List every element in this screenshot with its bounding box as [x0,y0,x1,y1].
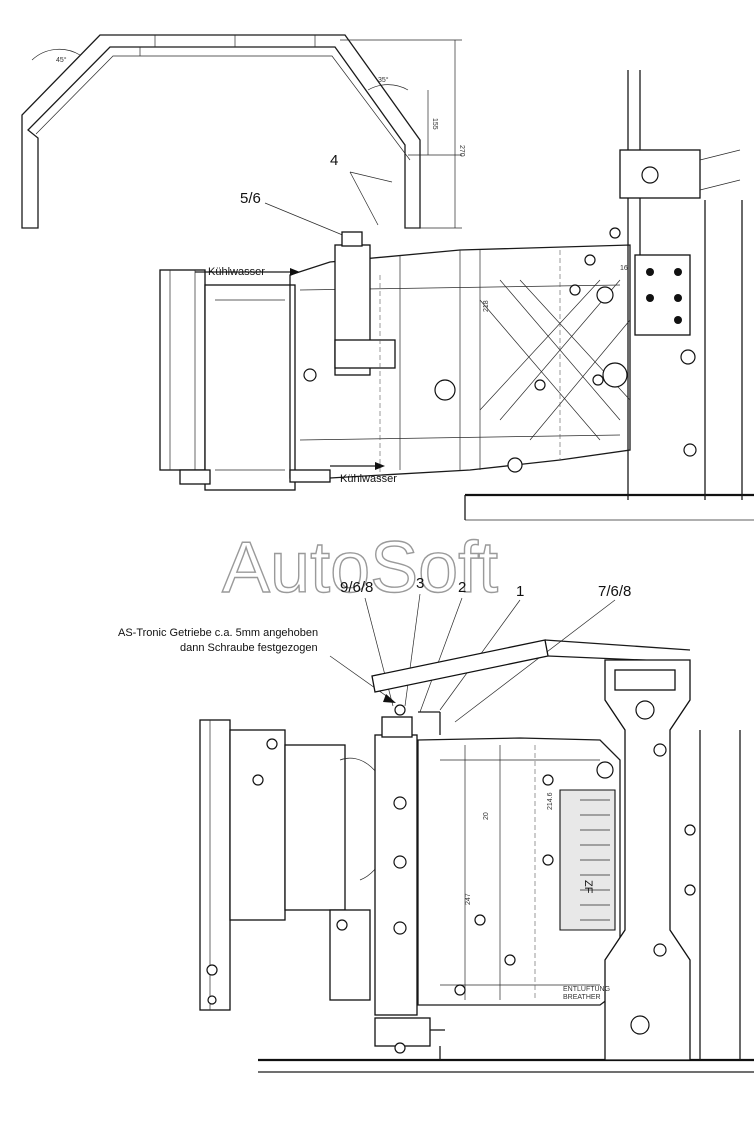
assembly-note-line-1: AS-Tronic Getriebe c.a. 5mm angehoben [118,627,318,639]
breather-label-en: BREATHER [563,994,601,1001]
callout-part-2: 2 [458,579,466,596]
transmission-top-view [159,70,754,521]
callout-part-5-6: 5/6 [240,190,261,207]
transmission-bottom-view [199,639,754,1073]
callout-part-4: 4 [330,152,338,169]
assembly-note-line-2: dann Schraube festgezogen [180,642,318,654]
callout-part-1: 1 [516,583,524,600]
bottom-dim-3: 20 [483,812,490,820]
coolant-in-label: Kühlwasser [208,266,265,278]
case-text-zf: ZF [582,880,594,894]
watermark-text: AutoSoft [222,528,498,608]
breather-label-de: ENTLÜFTUNG [563,985,610,993]
angle-label-left: 45° [56,56,67,64]
bottom-dim-1: 247 [465,893,472,905]
bottom-dim-2: 214.6 [547,792,554,810]
top-dim-1: 218 [483,300,490,312]
height-dim-outer: 270 [458,145,465,157]
coolant-out-label: Kühlwasser [340,473,397,485]
angle-label-right: 35° [378,76,389,84]
top-dim-2: 16 [620,265,628,272]
height-dim-inner: 155 [431,118,438,130]
callout-part-7-6-8: 7/6/8 [598,583,631,600]
callout-part-3: 3 [416,575,424,592]
callout-part-9-6-8: 9/6/8 [340,579,373,596]
bracket-detail [21,34,462,229]
